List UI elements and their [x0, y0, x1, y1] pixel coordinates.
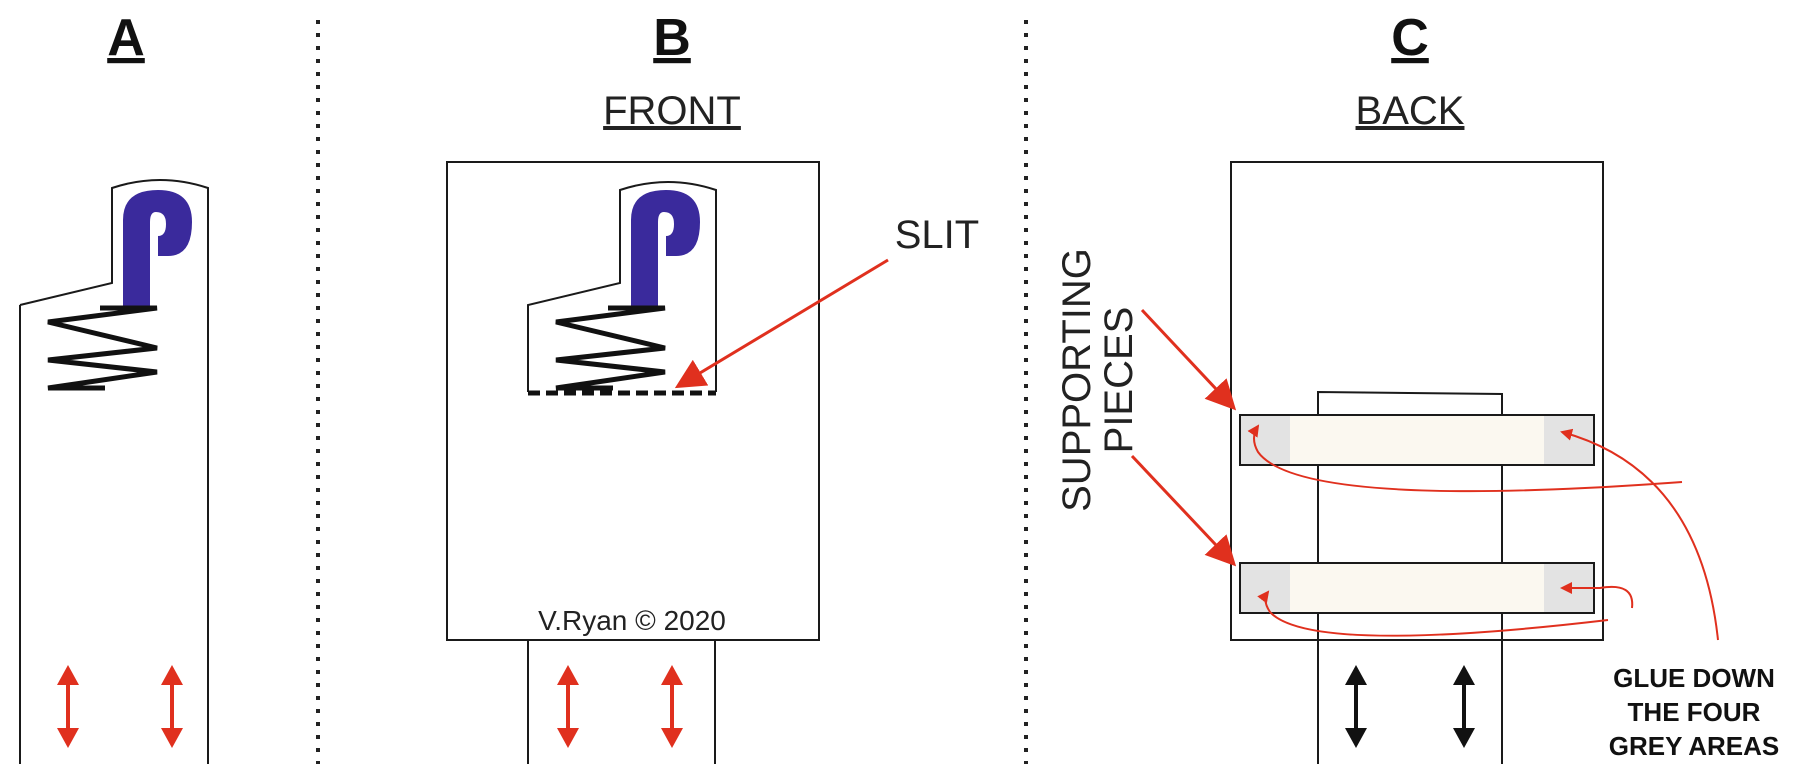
up-down-arrow-icon	[661, 665, 683, 748]
glue-pointer-curve	[1247, 424, 1683, 493]
panel-a: A	[19, 9, 209, 764]
panel-c-subtitle: BACK	[1356, 89, 1465, 133]
glue-pointer-curve	[1560, 582, 1634, 609]
supporting-pointer-top	[1140, 308, 1237, 411]
up-down-arrow-icon	[557, 665, 579, 748]
panel-b-spring	[555, 305, 666, 391]
panel-a-card	[19, 179, 209, 764]
svg-text:SUPPORTING: SUPPORTING	[1055, 248, 1099, 512]
supporting-piece-top	[1239, 414, 1595, 466]
glue-label-line2: THE FOUR	[1628, 697, 1761, 727]
panel-a-letter: A	[107, 9, 145, 67]
glue-label-line1: GLUE DOWN	[1613, 663, 1775, 693]
supporting-piece-bottom	[1239, 562, 1595, 614]
panel-b-subtitle: FRONT	[603, 89, 741, 133]
panel-b-inner-shape	[527, 181, 717, 392]
up-down-arrow-icon	[161, 665, 183, 748]
panel-c: C BACK SUPPORTING PIECES	[1055, 9, 1779, 764]
up-down-arrow-icon	[57, 665, 79, 748]
glue-label-line3: GREY AREAS	[1609, 731, 1780, 761]
supporting-pointer-bottom	[1130, 454, 1237, 567]
panel-a-ear	[123, 190, 192, 306]
up-down-arrow-icon	[1345, 665, 1367, 748]
panel-b-card	[446, 161, 820, 641]
panel-a-spring	[47, 305, 158, 391]
grey-glue-area	[1241, 416, 1290, 464]
supporting-pieces-label: SUPPORTING PIECES	[1055, 248, 1141, 512]
panel-c-letter: C	[1391, 9, 1429, 67]
panel-b-strip	[527, 640, 716, 764]
glue-pointer-curve	[1560, 428, 1719, 641]
svg-text:PIECES: PIECES	[1097, 307, 1141, 454]
glue-pointer-curve	[1257, 590, 1609, 637]
panel-b: B FRONT SLIT V.Ryan © 2020	[446, 9, 979, 764]
up-down-arrow-icon	[1453, 665, 1475, 748]
panel-b-ear	[631, 190, 700, 306]
slit-pointer-arrow	[674, 258, 889, 389]
slit-label: SLIT	[895, 213, 979, 257]
credit-text: V.Ryan © 2020	[538, 605, 726, 636]
panel-b-letter: B	[653, 9, 691, 67]
